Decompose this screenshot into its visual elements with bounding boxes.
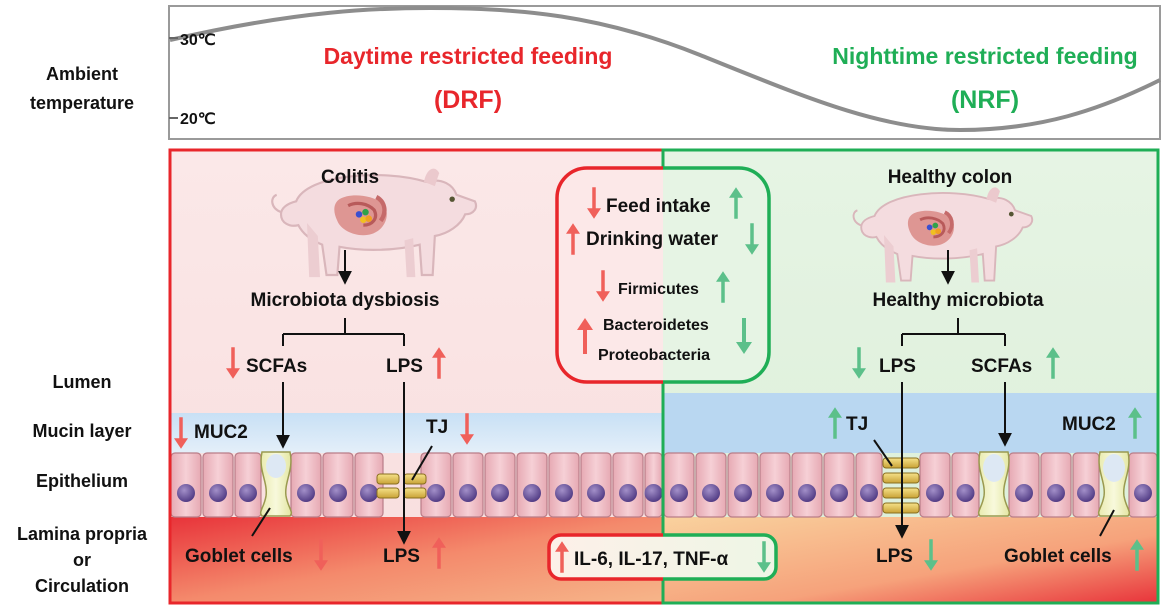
cell-nucleus <box>523 484 541 502</box>
mucin-label: Mucin layer <box>32 421 131 441</box>
nrf-lps-blood-label: LPS <box>876 546 913 567</box>
cell-nucleus <box>798 484 816 502</box>
tick-high-label: 30℃ <box>180 32 216 49</box>
cell-nucleus <box>734 484 752 502</box>
cell-nucleus <box>1047 484 1065 502</box>
drf-lps-lumen-label: LPS <box>386 356 423 377</box>
cell-nucleus <box>360 484 378 502</box>
drf-tj-label: TJ <box>426 417 448 438</box>
ambient-label: Ambient <box>46 64 118 84</box>
nrf-mucin-layer <box>663 393 1158 453</box>
cell-nucleus <box>702 484 720 502</box>
nrf-lps-lumen-label: LPS <box>879 356 916 377</box>
cell-nucleus <box>297 484 315 502</box>
nrf-tj-pointer <box>873 439 893 467</box>
cell-nucleus <box>670 484 688 502</box>
nrf-title: Nighttime restricted feeding <box>832 43 1137 69</box>
drf-muc2-label: MUC2 <box>194 422 248 443</box>
row-labels: Ambient temperature Lumen Mucin layer Ep… <box>17 64 148 596</box>
drf-abbrev: (DRF) <box>434 86 502 114</box>
nrf-muc2-label: MUC2 <box>1062 414 1116 435</box>
cell-nucleus <box>459 484 477 502</box>
nrf-bracket <box>901 318 1006 346</box>
cell-nucleus <box>427 484 445 502</box>
cell-nucleus <box>1134 484 1152 502</box>
cell-nucleus <box>830 484 848 502</box>
cell-nucleus <box>860 484 878 502</box>
temperature-curve <box>169 5 1161 133</box>
nrf-tj-label: TJ <box>846 414 868 435</box>
drf-state-label: Colitis <box>321 167 379 188</box>
temperature-frame <box>168 5 1161 140</box>
cell-nucleus <box>555 484 573 502</box>
cell-nucleus <box>177 484 195 502</box>
drf-microbiota-label: Microbiota dysbiosis <box>251 290 440 311</box>
cytokines-label: IL-6, IL-17, TNF-α <box>574 549 729 570</box>
cytokine-box-bg <box>549 535 776 579</box>
nrf-microbiota-label: Healthy microbiota <box>872 290 1043 311</box>
drf-scfas-label: SCFAs <box>246 356 307 377</box>
drf-tight-junction-broken <box>376 473 427 499</box>
temperature-panel: 30℃ 20℃ Daytime restricted feeding (DRF)… <box>168 5 1161 140</box>
tick-low-label: 20℃ <box>180 111 216 128</box>
cell-nucleus <box>619 484 637 502</box>
cytokine-box: IL-6, IL-17, TNF-α <box>547 533 778 581</box>
nrf-goblet-cell-1 <box>977 451 1011 517</box>
temperature-label: temperature <box>30 93 134 113</box>
bacteroidetes-label: Bacteroidetes <box>603 317 709 334</box>
cell-nucleus <box>587 484 605 502</box>
drf-lps-blood-label: LPS <box>383 546 420 567</box>
drf-tj-pointer <box>411 445 433 481</box>
drf-mucin-layer <box>170 413 663 453</box>
drf-title: Daytime restricted feeding <box>324 43 613 69</box>
nrf-goblet-cell-2 <box>1097 451 1131 517</box>
or-label: or <box>73 550 91 570</box>
cell-nucleus <box>766 484 784 502</box>
lamina-label: Lamina propria <box>17 524 148 544</box>
center-comparison-box: Feed intake Drinking water Firmicutes Ba… <box>555 166 771 384</box>
cell-nucleus <box>1015 484 1033 502</box>
epithelium-label: Epithelium <box>36 471 128 491</box>
nrf-scfas-label: SCFAs <box>971 356 1032 377</box>
lumen-label: Lumen <box>52 372 111 392</box>
feed-intake-label: Feed intake <box>606 196 711 217</box>
nrf-state-label: Healthy colon <box>888 167 1013 188</box>
drf-bracket <box>282 318 405 346</box>
cell-nucleus <box>239 484 257 502</box>
proteobacteria-label: Proteobacteria <box>598 347 710 364</box>
nrf-abbrev: (NRF) <box>951 86 1019 114</box>
nrf-goblet-label: Goblet cells <box>1004 546 1112 567</box>
center-box-bg <box>557 168 769 382</box>
nrf-goblet-pointer <box>1099 509 1115 537</box>
drf-goblet-cell <box>259 451 293 517</box>
circulation-label: Circulation <box>35 576 129 596</box>
cell-nucleus <box>956 484 975 502</box>
drf-goblet-label: Goblet cells <box>185 546 293 567</box>
cell-nucleus <box>209 484 227 502</box>
cell-nucleus <box>491 484 509 502</box>
drinking-water-label: Drinking water <box>586 229 719 250</box>
cell-nucleus <box>1077 484 1095 502</box>
cell-nucleus <box>644 484 663 502</box>
cell-nucleus <box>926 484 944 502</box>
cell-nucleus <box>329 484 347 502</box>
firmicutes-label: Firmicutes <box>618 281 699 298</box>
drf-goblet-pointer <box>251 507 271 537</box>
